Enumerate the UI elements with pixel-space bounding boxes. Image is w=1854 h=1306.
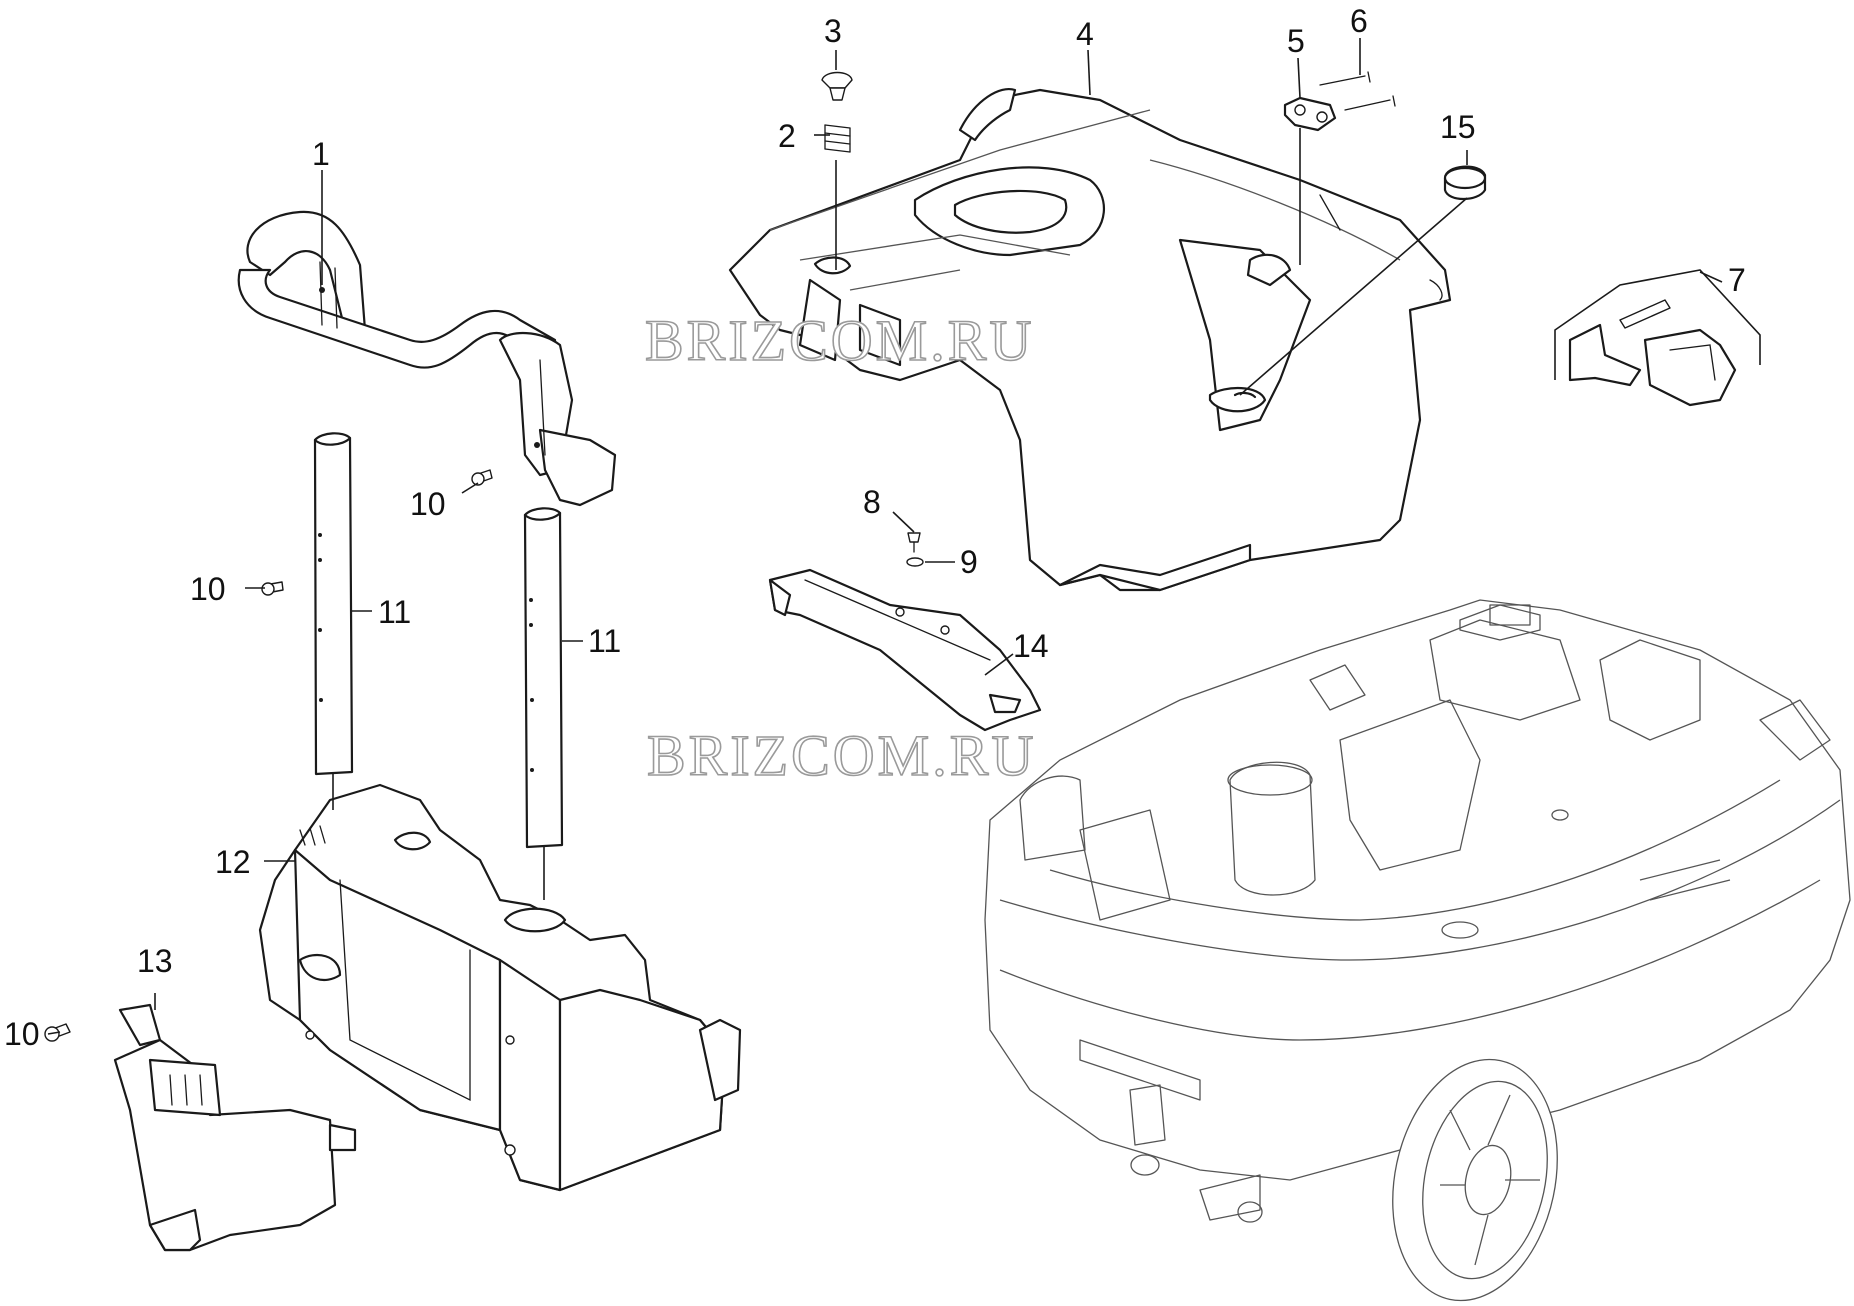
part-14-bracket (768, 568, 1042, 732)
callout-13: 13 (137, 943, 173, 979)
callout-10-b: 10 (190, 571, 226, 607)
part-11-tube-left (313, 432, 354, 776)
part-13-front-panel (113, 1003, 357, 1252)
callout-12: 12 (215, 844, 251, 880)
part-15-cap (1443, 165, 1487, 201)
callout-5: 5 (1287, 23, 1305, 59)
callout-6: 6 (1350, 3, 1368, 39)
part-1-handle (237, 210, 617, 507)
part-6-pins (1319, 71, 1396, 111)
callout-11-a: 11 (378, 594, 411, 630)
callout-10-a: 10 (410, 486, 446, 522)
callout-9: 9 (960, 544, 978, 580)
part-10-screw-b (261, 581, 284, 596)
callout-1: 1 (312, 136, 330, 172)
part-2-spring (824, 124, 851, 153)
callout-3: 3 (824, 13, 842, 49)
part-4-top-cover (728, 87, 1452, 592)
callout-2: 2 (778, 118, 796, 154)
part-7-latch-set (1554, 269, 1761, 407)
callout-8: 8 (863, 484, 881, 520)
leader-lines (47, 38, 1723, 1035)
part-5-bracket (1283, 96, 1337, 132)
base-wheel (1392, 1058, 1558, 1302)
callout-15: 15 (1440, 109, 1476, 145)
part-3-plug (821, 71, 853, 101)
base-chassis (984, 599, 1851, 1223)
part-8-screw (907, 532, 921, 553)
watermark-top: BRIZCOM.RU (645, 308, 1034, 373)
callout-11-b: 11 (588, 623, 621, 659)
part-11-tube-right (523, 507, 564, 849)
part-12-rear-housing (258, 783, 742, 1192)
callout-10-c: 10 (4, 1016, 40, 1052)
callout-7: 7 (1728, 262, 1746, 298)
callout-14: 14 (1013, 628, 1049, 664)
callout-4: 4 (1076, 16, 1094, 52)
part-9-washer (906, 557, 924, 567)
watermark-middle: BRIZCOM.RU (647, 723, 1036, 788)
part-10-screw-a (471, 469, 493, 486)
